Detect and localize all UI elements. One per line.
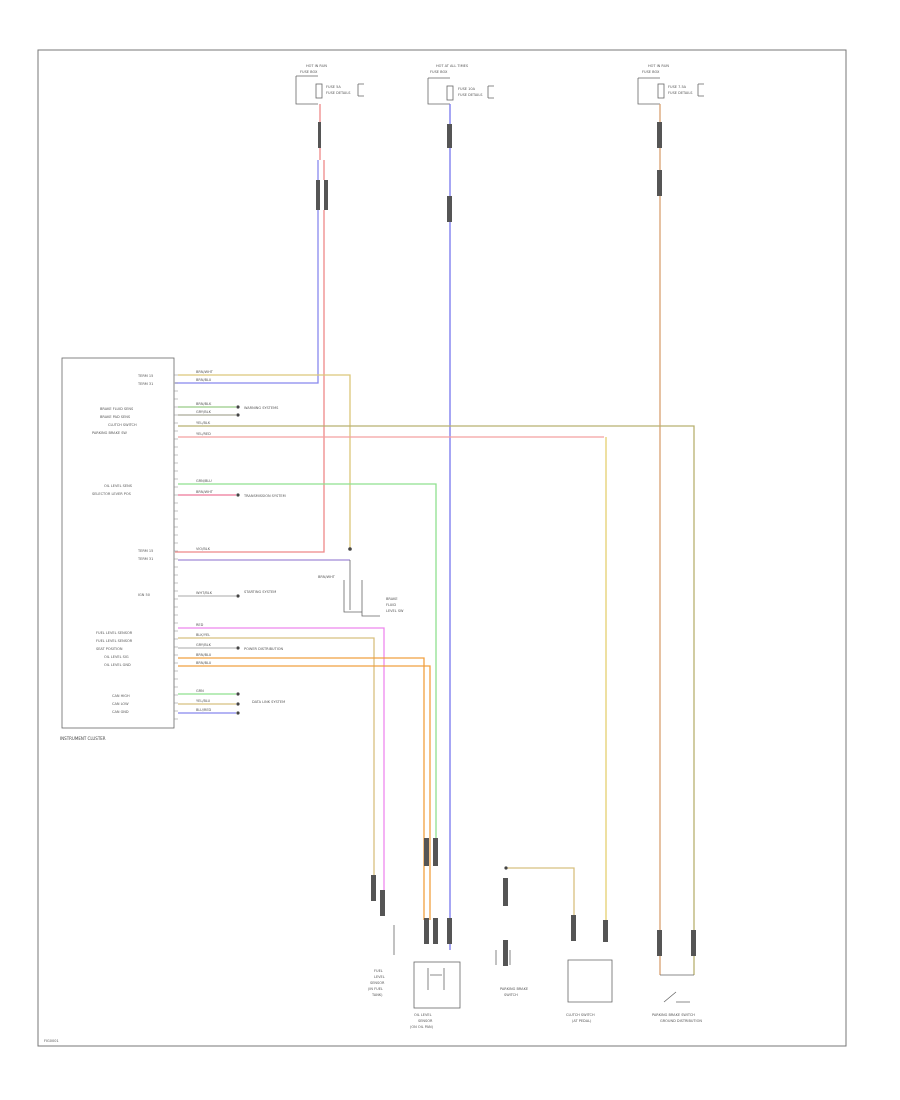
- pin-label-oil-level: OIL LEVEL SENS: [104, 484, 133, 488]
- ref-transmission: TRANSMISSION SYSTEM: [243, 494, 286, 498]
- pin-label-oil-gnd: OIL LEVEL GND: [104, 663, 131, 667]
- wc-17: YEL/BLU: [196, 699, 211, 703]
- page-code: FIG0001: [44, 1039, 59, 1043]
- brake-switch-label-3: LEVEL SW: [386, 609, 404, 613]
- pin-label-ign50: IGN 50: [138, 593, 150, 597]
- oil-sensor-label-0: OIL LEVEL: [414, 1013, 432, 1017]
- wire-fuse1-blue: [175, 160, 319, 384]
- wire-oil-level: [178, 483, 437, 850]
- fuel-label-4: TANK): [371, 993, 383, 997]
- fuse-box-2: HOT AT ALL TIMES FUSE BOX FUSE 10A FUSE …: [427, 64, 494, 105]
- fuse-box-1-sub: FUSE BOX: [300, 70, 318, 74]
- pin-label-fuel-2: FUEL LEVEL SENSOR: [96, 639, 133, 643]
- clutch-label-0: CLUTCH SWITCH: [566, 1013, 595, 1017]
- wc-15: BRN/BLU: [196, 661, 212, 665]
- clutch-module-box: [567, 959, 613, 1003]
- park-brake-switch: [495, 950, 511, 965]
- park-brake-label-0: PARKING BRAKE: [500, 987, 528, 991]
- park-switch-right: [660, 974, 694, 1003]
- brake-switch-body: [343, 560, 380, 617]
- wc-10: WHT/BLK: [196, 591, 213, 595]
- wc-14: BRN/BLU: [196, 653, 212, 657]
- ref-network: DATA LINK SYSTEM: [252, 700, 285, 704]
- wire-code-labels: BRN/WHT BRN/BLU BRN/BLK GRY/BLK YEL/BLK …: [196, 370, 214, 712]
- wire-oil-gnd: [178, 665, 431, 920]
- wire-fuse1-red: [175, 104, 325, 553]
- brake-switch-label-1: BRAKE: [386, 597, 398, 601]
- fuse-box-2-note: FUSE DETAILS: [458, 93, 483, 97]
- pin-label-can-high: CAN HIGH: [112, 694, 130, 698]
- wc-11: RED: [196, 623, 204, 627]
- pin-label-park-brake: PARKING BRAKE SW: [92, 431, 127, 435]
- wc-2: BRN/BLK: [196, 402, 212, 406]
- park-brake-wire: [506, 867, 575, 915]
- pin-label-selector: SELECTOR LEVER POS: [92, 492, 132, 496]
- ref-starting: STARTING SYSTEM: [244, 590, 276, 594]
- wire-oil-sig: [178, 657, 425, 920]
- fuse-box-1-fuse: FUSE 5A: [326, 85, 341, 89]
- wc-12: BLK/YEL: [196, 633, 210, 637]
- fuse-box-3-fuse: FUSE 7.5A: [668, 85, 687, 89]
- fuse-box-3-sub: FUSE BOX: [642, 70, 660, 74]
- pin-label-term15: TERM 15: [137, 374, 153, 378]
- fuel-label-2: SENSOR: [370, 981, 385, 985]
- fuse-box-1-title: HOT IN RUN: [306, 64, 327, 68]
- fuel-label-3: (IN FUEL: [368, 987, 383, 991]
- pin-label-clutch: CLUTCH SWITCH: [108, 423, 137, 427]
- pin-label-term31-b: TERM 31: [137, 557, 153, 561]
- fuse-box-3-note: FUSE DETAILS: [668, 91, 693, 95]
- pin-ticks: [174, 374, 178, 720]
- fuse-box-3-title: HOT IN RUN: [648, 64, 669, 68]
- wc-4: YEL/BLK: [196, 421, 211, 425]
- wc-8: BRN/WHT: [196, 490, 214, 494]
- fuel-sender-label: FUEL LEVEL SENSOR (IN FUEL TANK): [368, 969, 385, 997]
- wire-fuel-1: [178, 627, 385, 915]
- pin-label-term31: TERM 31: [137, 382, 153, 386]
- wc-18: BLU/RED: [196, 708, 212, 712]
- fuse-box-1-note: FUSE DETAILS: [326, 91, 351, 95]
- wire-clutch: [178, 425, 695, 975]
- wire-fuel-2: [178, 637, 375, 900]
- instrument-cluster-box: [61, 357, 175, 729]
- park-brake-label-1: SWITCH: [504, 993, 518, 997]
- ref-warning: WARNING SYSTEMS: [244, 406, 279, 410]
- wc-3: GRY/BLK: [196, 410, 212, 414]
- clutch-label-1: (AT PEDAL): [572, 1019, 592, 1023]
- pin-label-can-gnd: CAN GND: [112, 710, 129, 714]
- wc-1: BRN/BLU: [196, 378, 212, 382]
- brake-switch-label-2: FLUID: [386, 603, 396, 607]
- pin-label-brake-fluid: BRAKE FLUID SENS: [100, 407, 134, 411]
- fuse-box-2-title: HOT AT ALL TIMES: [436, 64, 469, 68]
- fuse-box-2-fuse: FUSE 10A: [458, 87, 476, 91]
- ref-park-brake: PARKING BRAKE SWITCH: [652, 1013, 695, 1017]
- fuel-label-0: FUEL: [374, 969, 383, 973]
- oil-sensor-box: [413, 961, 461, 1009]
- pin-labels: TERM 15 TERM 31 BRAKE FLUID SENS BRAKE P…: [92, 374, 153, 714]
- wc-5: YEL/RED: [196, 432, 211, 436]
- wc-6: GRN/BLU: [196, 479, 212, 483]
- diagram-border: [37, 49, 847, 1047]
- pin-label-fuel-1: FUEL LEVEL SENSOR: [96, 631, 133, 635]
- oil-sensor-label-1: SENSOR: [418, 1019, 433, 1023]
- fuse-box-2-sub: FUSE BOX: [430, 70, 448, 74]
- pin-label-brake-pad: BRAKE PAD SENS: [100, 415, 131, 419]
- wc-13: GRY/BLK: [196, 643, 212, 647]
- pin-label-seat: SEAT POSITION: [96, 647, 123, 651]
- pin-label-oil-sig: OIL LEVEL SIG: [104, 655, 129, 659]
- fuse-box-3: HOT IN RUN FUSE BOX FUSE 7.5A FUSE DETAI…: [637, 64, 704, 105]
- brake-switch-wire: BRN/WHT: [318, 575, 336, 579]
- wc-16: GRN: [196, 689, 204, 693]
- ref-power: POWER DISTRIBUTION: [244, 647, 284, 651]
- fuel-label-1: LEVEL: [374, 975, 385, 979]
- wc-9: VIO/BLK: [196, 547, 211, 551]
- fuse-box-1: HOT IN RUN FUSE BOX FUSE 5A FUSE DETAILS: [295, 64, 364, 105]
- wc-0: BRN/WHT: [196, 370, 214, 374]
- instrument-cluster-label: INSTRUMENT CLUSTER: [60, 736, 106, 741]
- oil-sensor-label-2: (ON OIL PAN): [410, 1025, 434, 1029]
- wire-term15-top: [178, 374, 351, 549]
- pin-label-can-low: CAN LOW: [112, 702, 129, 706]
- pin-label-term15-b: TERM 15: [137, 549, 153, 553]
- ref-ground: GROUND DISTRIBUTION: [660, 1019, 702, 1023]
